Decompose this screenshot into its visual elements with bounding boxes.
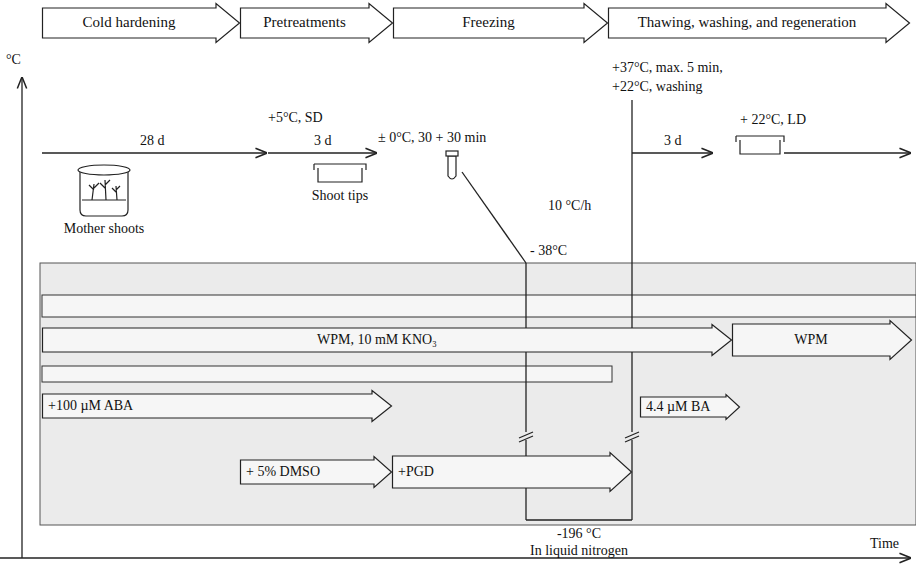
annotation-label: Time: [870, 536, 899, 552]
timeline: [268, 152, 376, 153]
y-axis: [21, 78, 22, 558]
arrow-shape: [43, 391, 392, 422]
annotation-label: -196 °C: [557, 526, 601, 542]
annotation-label: 10 °C/h: [548, 198, 591, 214]
annotation-label: +37°C, max. 5 min,: [612, 60, 723, 76]
timeline: [632, 152, 712, 153]
node-text: Thawing, washing, and regeneration: [638, 14, 857, 31]
cryotube-icon: [446, 151, 458, 179]
medium-arrow: +PGD: [392, 452, 632, 492]
stage-arrow: Freezing: [393, 3, 608, 43]
medium-bar: [42, 295, 916, 317]
arrow-shape: [43, 325, 732, 356]
arrow-shape: [609, 4, 910, 43]
medium-arrow: WPM, 10 mM KNO₃: [42, 324, 732, 356]
node-text: WPM, 10 mM KNO₃: [317, 332, 437, 348]
medium-band: [40, 263, 916, 525]
annotation-label: Mother shoots: [64, 221, 145, 237]
annotation-label: °C: [6, 52, 21, 68]
thaw-line: [631, 100, 632, 520]
node-text: +PGD: [398, 464, 434, 480]
medium-arrow: +100 µM ABA: [42, 390, 392, 422]
x-axis: [0, 557, 910, 558]
annotation-label: 28 d: [140, 133, 165, 149]
break-mark: [519, 432, 639, 442]
node-text: Pretreatments: [263, 14, 345, 31]
arrow-shape: [241, 4, 393, 43]
annotation-label: Shoot tips: [312, 188, 368, 204]
cooling-line: [462, 172, 526, 263]
annotation-label: ± 0°C, 30 + 30 min: [378, 130, 486, 146]
node-text: Cold hardening: [83, 14, 176, 31]
node-text: Freezing: [462, 14, 514, 31]
annotation-label: 3 d: [314, 133, 332, 149]
arrow-shape: [394, 4, 608, 43]
arrow-shape: [733, 321, 912, 360]
annotation-label: 3 d: [664, 133, 682, 149]
jar-icon: [78, 165, 130, 216]
annotation-label: In liquid nitrogen: [530, 543, 628, 559]
node-text: WPM: [794, 332, 827, 348]
node-text: 4.4 µM BA: [646, 399, 710, 415]
arrow-shape: [393, 453, 632, 492]
stage-arrow: Cold hardening: [42, 3, 240, 43]
node-text: +100 µM ABA: [48, 398, 133, 414]
timeline: [42, 152, 266, 153]
medium-arrow: + 5% DMSO: [240, 456, 392, 488]
stage-arrow: Pretreatments: [240, 3, 393, 43]
arrow-shape: [241, 457, 392, 488]
stage-arrow: Thawing, washing, and regeneration: [608, 3, 910, 43]
timeline: [784, 152, 910, 153]
node-text: + 5% DMSO: [246, 464, 320, 480]
annotation-label: + 22°C, LD: [740, 112, 806, 128]
bracket: [526, 519, 632, 520]
medium-arrow: WPM: [732, 320, 912, 360]
annotation-label: +5°C, SD: [268, 110, 323, 126]
medium-arrow: 4.4 µM BA: [640, 394, 740, 420]
arrow-shape: [43, 4, 240, 43]
annotation-label: - 38°C: [530, 243, 567, 259]
arrow-shape: [641, 395, 740, 420]
annotation-label: +22°C, washing: [612, 79, 703, 95]
